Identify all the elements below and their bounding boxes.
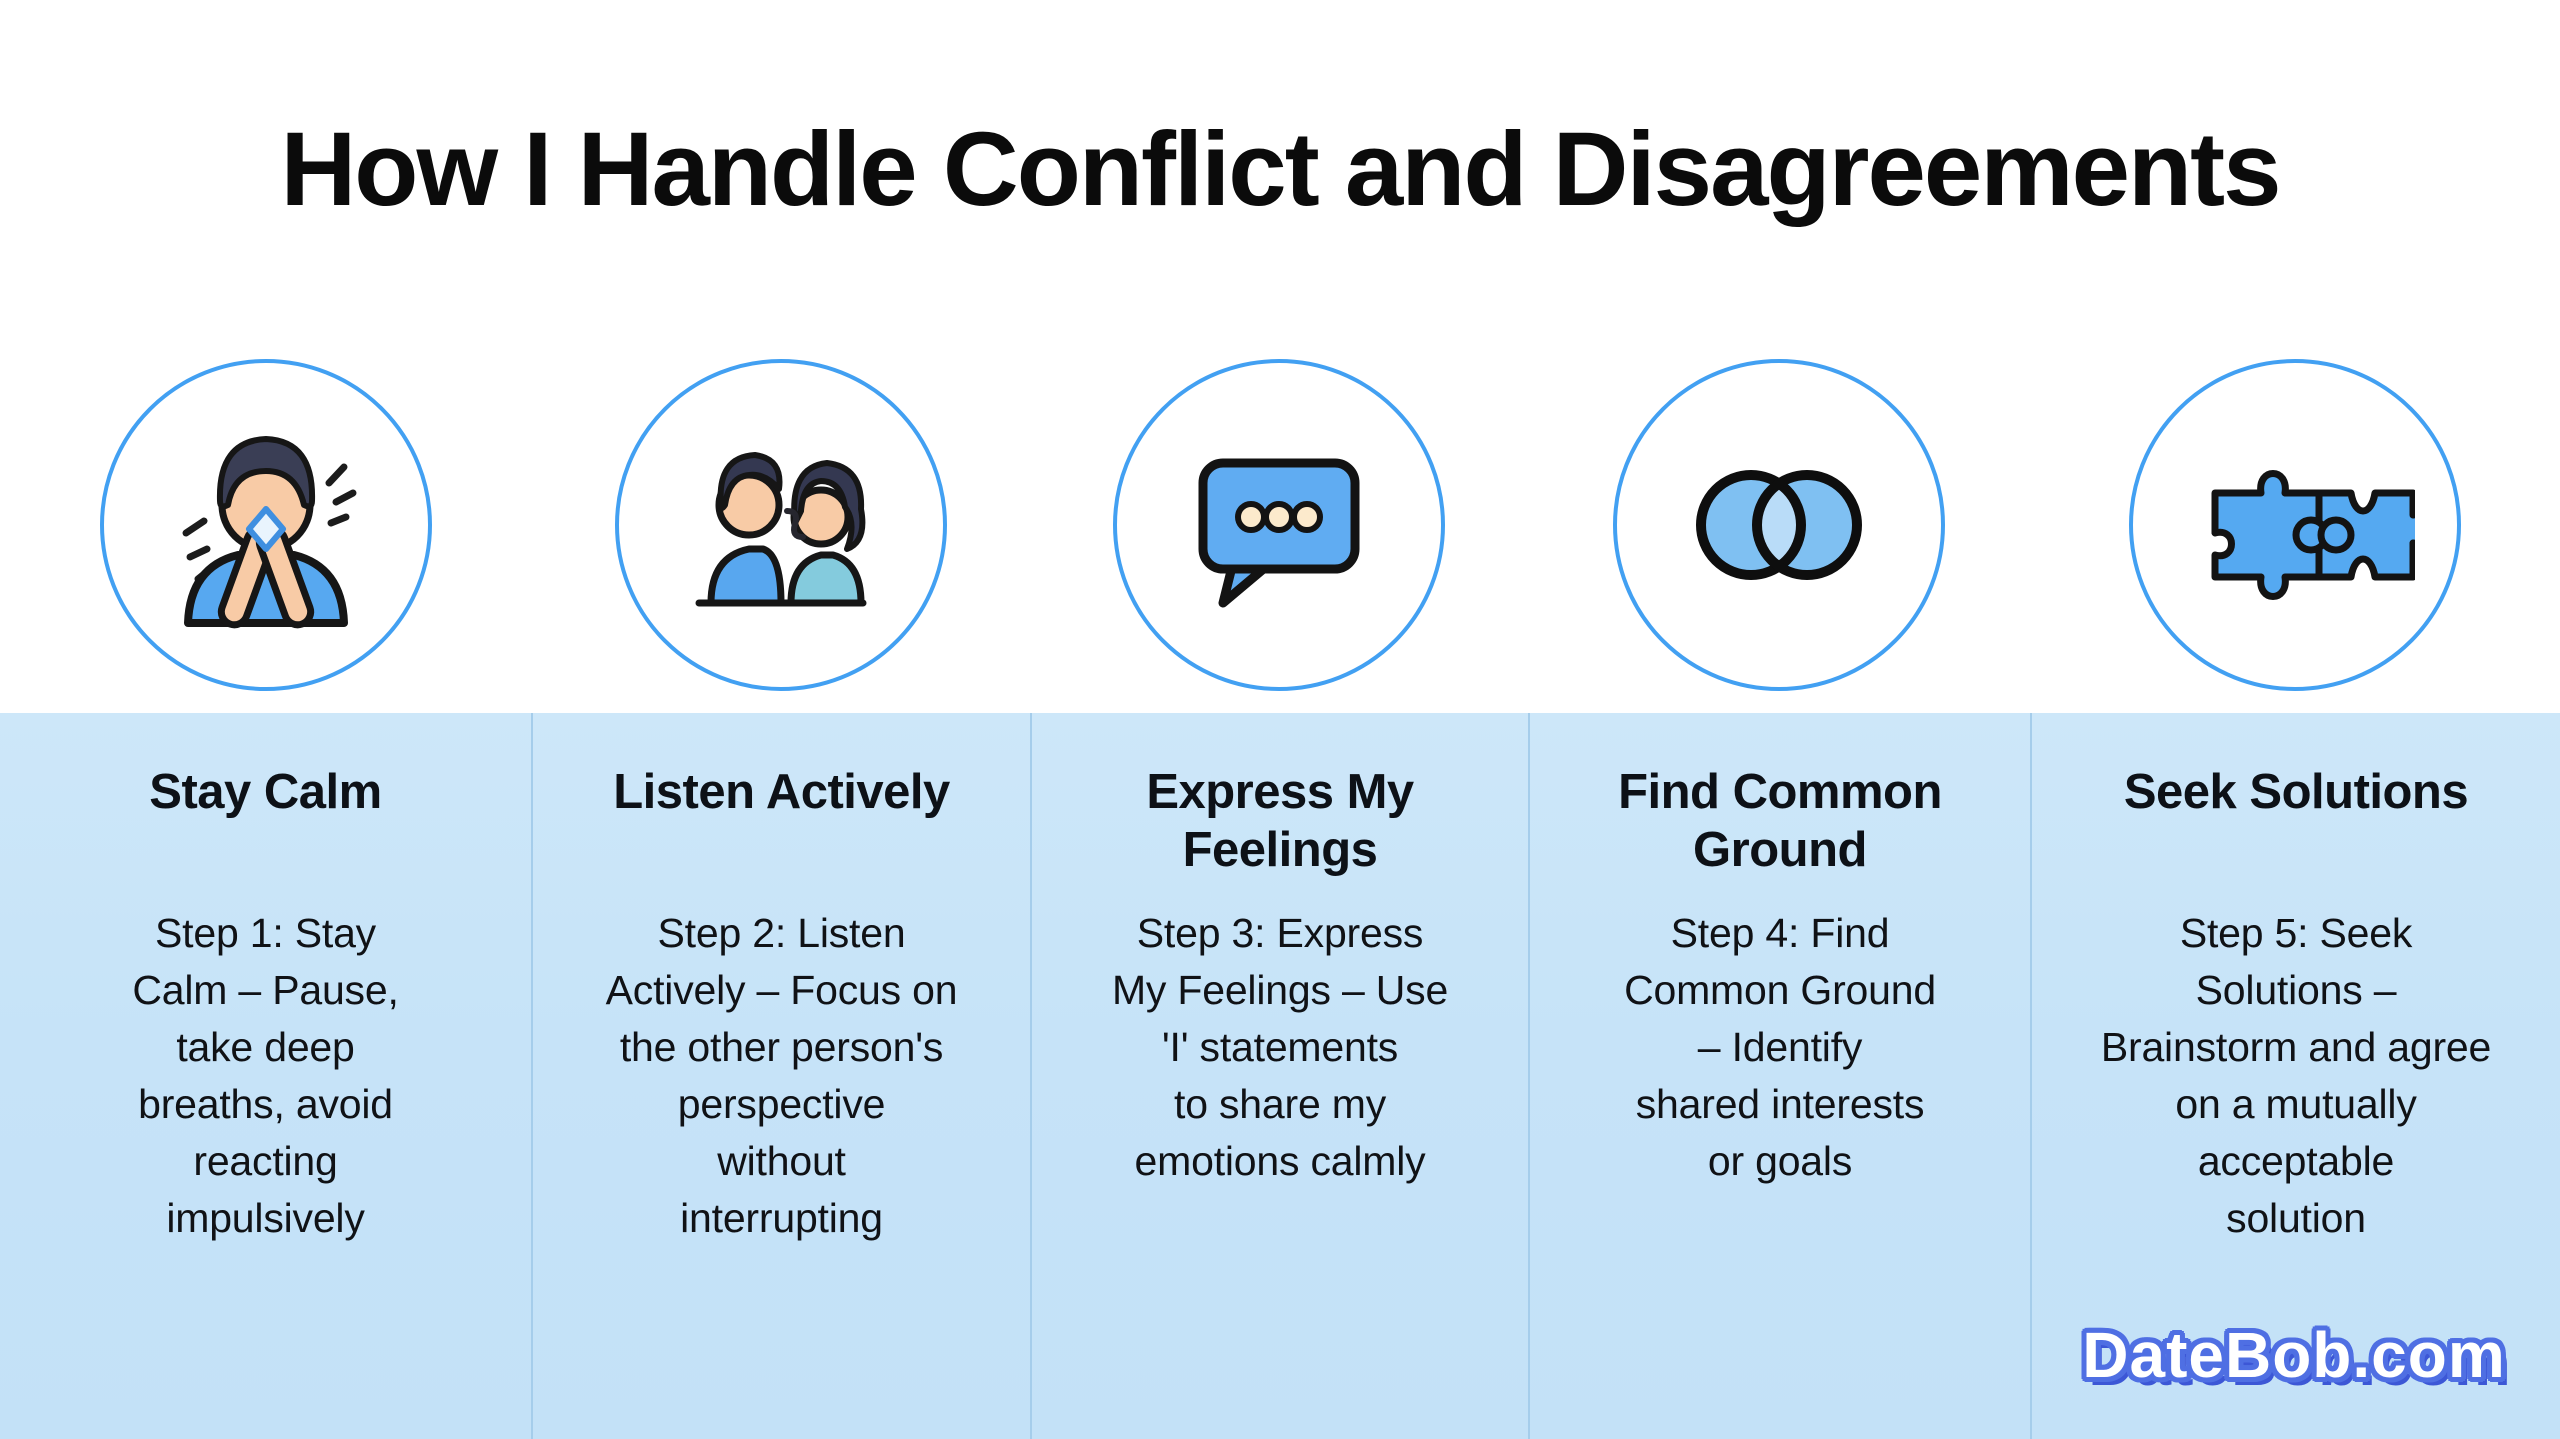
panel-title: Find Common Ground xyxy=(1618,765,1942,877)
express-feelings-circle xyxy=(1113,359,1445,691)
panel-body-text: Step 5: Seek Solutions – Brainstorm and … xyxy=(2100,910,2492,1241)
icon-cell-seek-solutions xyxy=(2030,359,2560,691)
icons-row xyxy=(0,359,2560,691)
panel-title: Seek Solutions xyxy=(2123,765,2469,819)
icon-cell-listen-actively xyxy=(531,359,1030,691)
panel-stay-calm: Stay Calm Step 1: Stay Calm – Pause, tak… xyxy=(0,713,531,1439)
stay-calm-circle xyxy=(99,359,432,691)
person-breathing-icon xyxy=(146,405,386,645)
listen-actively-circle xyxy=(614,359,947,691)
watermark-logo: DateBob.com xyxy=(2082,1319,2506,1391)
speech-bubble-icon xyxy=(1159,405,1399,645)
step-panels: Stay Calm Step 1: Stay Calm – Pause, tak… xyxy=(0,713,2560,1439)
panel-body-text: Step 4: Find Common Ground – Identify sh… xyxy=(1624,910,1936,1184)
panel-body-text: Step 3: Express My Feelings – Use 'I' st… xyxy=(1111,910,1449,1184)
two-people-talking-icon xyxy=(661,405,901,645)
panel-express-feelings: Express My Feelings Step 3: Express My F… xyxy=(1030,713,1528,1439)
page-title: How I Handle Conflict and Disagreements xyxy=(280,111,2281,228)
puzzle-pieces-icon xyxy=(2175,405,2415,645)
icon-cell-stay-calm xyxy=(0,359,531,691)
panel-title: Listen Actively xyxy=(613,765,950,819)
seek-solutions-circle xyxy=(2129,359,2461,691)
panel-title: Express My Feelings xyxy=(1146,765,1414,877)
venn-diagram-icon xyxy=(1659,405,1899,645)
icon-cell-common-ground xyxy=(1528,359,2030,691)
panel-seek-solutions: Seek Solutions Step 5: Seek Solutions – … xyxy=(2030,713,2560,1439)
icon-cell-express-feelings xyxy=(1030,359,1528,691)
panel-body-text: Step 2: Listen Actively – Focus on the o… xyxy=(605,910,958,1241)
panel-title: Stay Calm xyxy=(149,765,382,819)
panel-common-ground: Find Common Ground Step 4: Find Common G… xyxy=(1528,713,2030,1439)
common-ground-circle xyxy=(1613,359,1945,691)
panel-listen-actively: Listen Actively Step 2: Listen Actively … xyxy=(531,713,1030,1439)
panel-body-text: Step 1: Stay Calm – Pause, take deep bre… xyxy=(132,910,399,1241)
